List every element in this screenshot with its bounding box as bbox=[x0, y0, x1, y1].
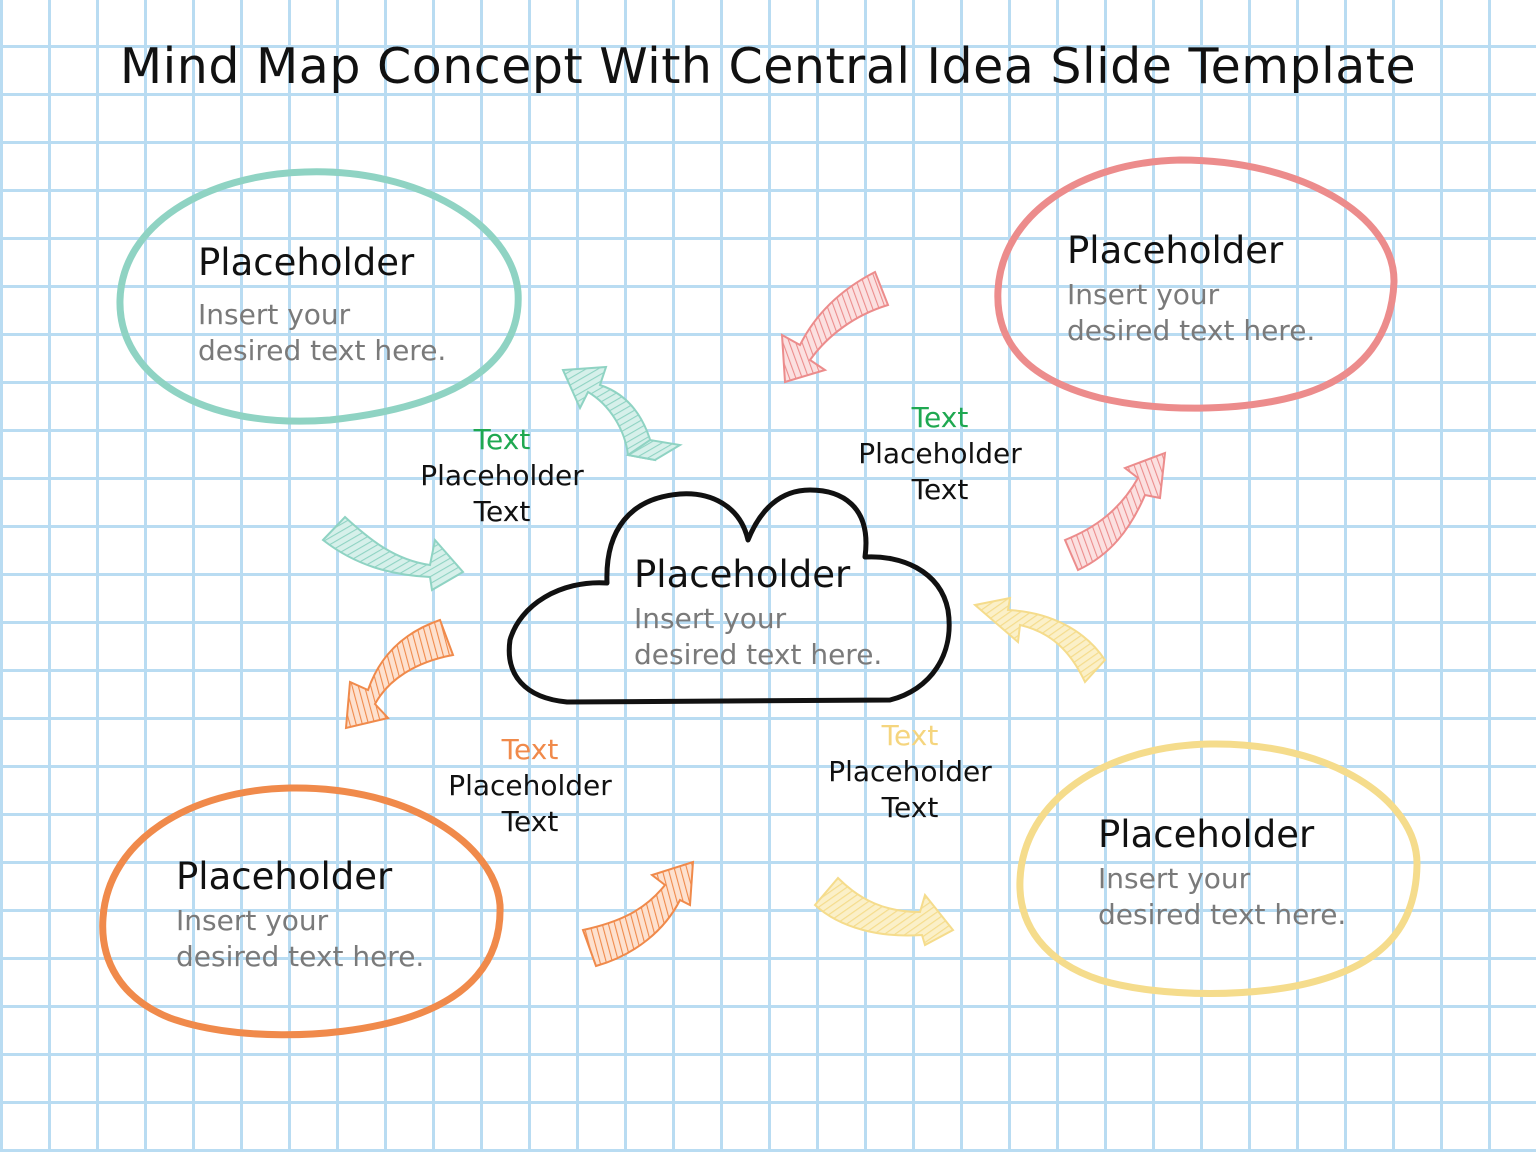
central-node-heading: Placeholder bbox=[634, 553, 851, 596]
label-line1: Placeholder bbox=[828, 755, 992, 788]
node-top-left: Placeholder Insert your desired text her… bbox=[198, 243, 446, 369]
arrow-coral-down bbox=[780, 270, 890, 384]
node-body-line1: Insert your bbox=[176, 904, 329, 937]
node-outline-top-left bbox=[116, 168, 522, 425]
node-top-right: Placeholder Insert your desired text her… bbox=[1067, 231, 1315, 349]
arrow-orange-down bbox=[344, 618, 455, 730]
node-body-line2: desired text here. bbox=[1067, 314, 1316, 347]
central-cloud-outline bbox=[506, 487, 952, 705]
label-accent: Text bbox=[501, 733, 559, 766]
label-line1: Placeholder bbox=[448, 769, 612, 802]
node-outline-bottom-right bbox=[1016, 740, 1421, 997]
node-bottom-right: Placeholder Insert your desired text her… bbox=[1098, 815, 1346, 933]
label-line1: Placeholder bbox=[858, 437, 1022, 470]
central-node-body-line1: Insert your bbox=[634, 602, 787, 635]
node-outline-top-right bbox=[994, 156, 1398, 412]
connector-label-top-right: Text Placeholder Text bbox=[858, 400, 1022, 508]
node-body-line2: desired text here. bbox=[198, 334, 447, 367]
node-outline-bottom-left bbox=[99, 784, 504, 1039]
label-line2: Text bbox=[911, 473, 969, 506]
node-body-line2: desired text here. bbox=[176, 940, 425, 973]
node-body-line2: desired text here. bbox=[1098, 898, 1347, 931]
node-heading: Placeholder bbox=[176, 855, 393, 898]
connector-label-top-left: Text Placeholder Text bbox=[420, 422, 584, 530]
arrow-teal-right bbox=[321, 515, 465, 592]
arrow-teal-up bbox=[561, 365, 683, 462]
label-accent: Text bbox=[881, 719, 939, 752]
connector-label-bottom-left: Text Placeholder Text bbox=[448, 732, 612, 840]
arrow-orange-up bbox=[581, 860, 695, 968]
label-line2: Text bbox=[501, 805, 559, 838]
node-bottom-left: Placeholder Insert your desired text her… bbox=[176, 857, 424, 975]
arrow-yellow-up bbox=[972, 596, 1107, 684]
node-body-line1: Insert your bbox=[198, 298, 351, 331]
node-heading: Placeholder bbox=[1067, 229, 1284, 272]
central-node-body-line2: desired text here. bbox=[634, 638, 883, 671]
label-accent: Text bbox=[911, 401, 969, 434]
arrow-yellow-right bbox=[813, 876, 955, 947]
node-heading: Placeholder bbox=[198, 241, 415, 284]
arrow-coral-up bbox=[1063, 451, 1167, 572]
connector-label-bottom-right: Text Placeholder Text bbox=[828, 718, 992, 826]
label-line1: Placeholder bbox=[420, 459, 584, 492]
label-accent: Text bbox=[473, 423, 531, 456]
label-line2: Text bbox=[473, 495, 531, 528]
node-body-line1: Insert your bbox=[1067, 278, 1220, 311]
label-line2: Text bbox=[881, 791, 939, 824]
central-node: Placeholder Insert your desired text her… bbox=[634, 555, 882, 673]
node-body-line1: Insert your bbox=[1098, 862, 1251, 895]
slide-title: Mind Map Concept With Central Idea Slide… bbox=[119, 38, 1417, 95]
node-heading: Placeholder bbox=[1098, 813, 1315, 856]
